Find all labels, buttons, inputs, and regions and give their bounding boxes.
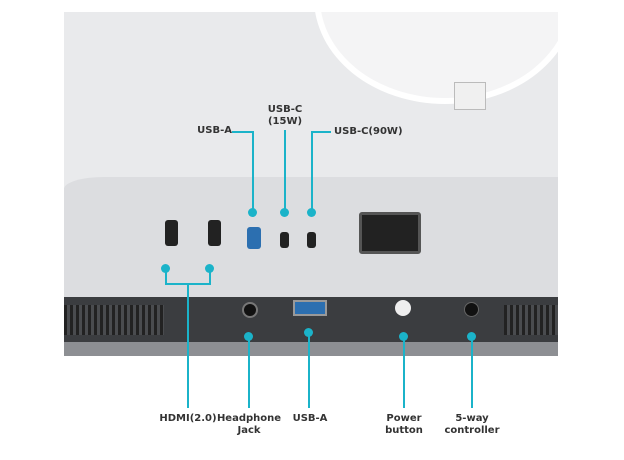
label-hdmi: HDMI(2.0) (159, 413, 217, 424)
power-socket (359, 212, 421, 254)
power-button (395, 300, 411, 316)
label-usb-a-bottom: USB-A (292, 413, 328, 424)
hdmi-port-1 (165, 220, 178, 246)
label-headphone: Headphone Jack (216, 413, 282, 436)
monitor-rear-photo (64, 12, 558, 356)
usb-a-port (247, 227, 261, 249)
usb-a-port-bottom (293, 300, 327, 316)
joystick (464, 302, 479, 317)
hdmi-port-2 (208, 220, 221, 246)
label-controller: 5-way controller (444, 413, 500, 436)
headphone-port (242, 302, 258, 318)
stand-clip (454, 82, 486, 110)
label-usb-c-90w: USB-C(90W) (334, 126, 403, 137)
bottom-edge (64, 342, 558, 356)
usb-c-90w-port (307, 232, 316, 248)
usb-c-15w-port (280, 232, 289, 248)
label-power: Power button (385, 413, 423, 436)
label-usb-c-15w: USB-C (15W) (267, 104, 303, 127)
stand-mount (314, 12, 558, 104)
label-usb-a-top: USB-A (197, 125, 232, 136)
